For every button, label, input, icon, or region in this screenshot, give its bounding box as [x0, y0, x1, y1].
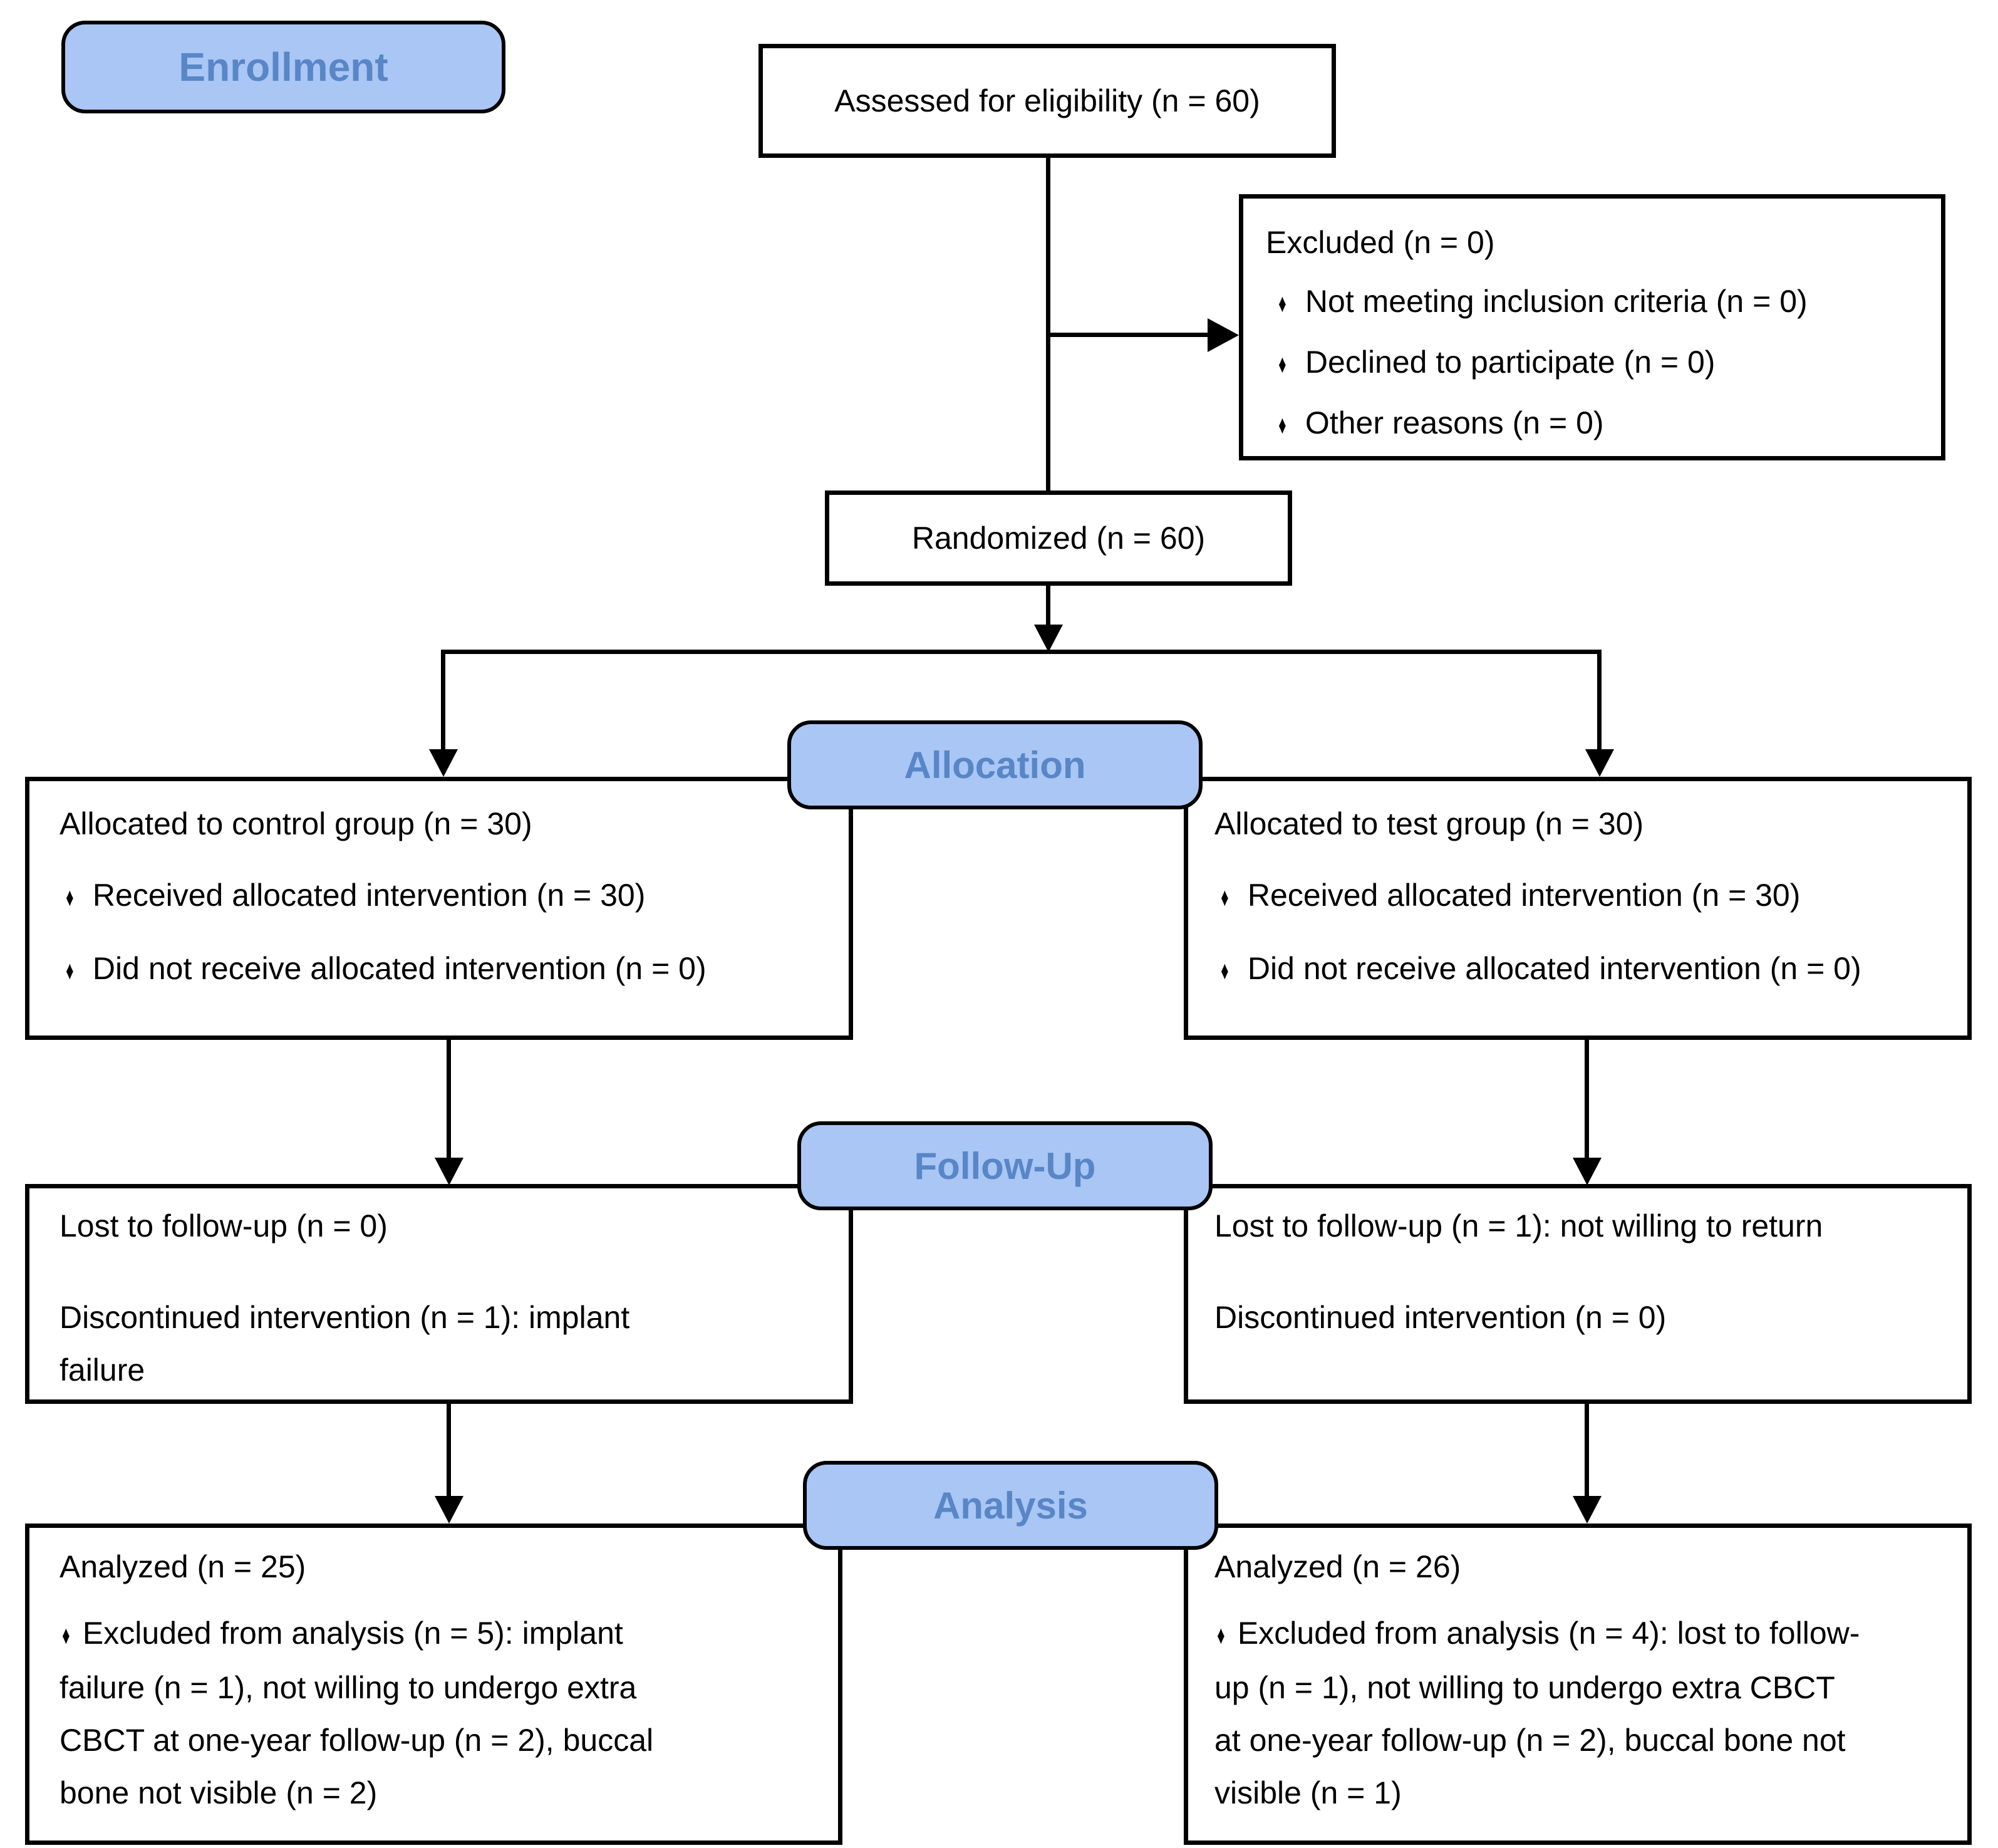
followup-stage-label: Follow-Up: [914, 1145, 1096, 1187]
diamond-bullet-icon: ♦: [1221, 883, 1229, 911]
control-allocation-title: Allocated to control group (n = 30): [60, 806, 532, 841]
diamond-bullet-icon: ♦: [62, 1621, 70, 1649]
allocation-stage-badge: Allocation: [787, 720, 1203, 809]
connector-assessed-to-randomized: [1046, 158, 1050, 491]
test-analysis-excluded-paragraph: ♦Excluded from analysis (n = 4): lost to…: [1214, 1607, 1962, 1819]
arrowhead-down-control-followup: [435, 1158, 463, 1185]
connector-split-horizontal: [441, 650, 1602, 654]
connector-split-to-control-allocation: [441, 650, 445, 750]
control-allocation-bullet-text: Received allocated intervention (n = 30): [92, 878, 646, 913]
diamond-bullet-icon: ♦: [1221, 956, 1229, 985]
control-analysis-excluded-text: Excluded from analysis (n = 5): implant …: [60, 1616, 654, 1810]
test-allocation-bullet-list: ♦ Received allocated intervention (n = 3…: [1214, 869, 1961, 997]
test-allocation-bullet-text: Did not receive allocated intervention (…: [1247, 951, 1861, 986]
test-allocation-bullet-text: Received allocated intervention (n = 30): [1247, 878, 1801, 913]
control-allocation-bullet-text: Did not receive allocated intervention (…: [92, 951, 707, 986]
excluded-bullet-text: Other reasons (n = 0): [1305, 405, 1604, 440]
test-analysis-title: Analyzed (n = 26): [1214, 1549, 1461, 1584]
control-followup-lost-text: Lost to follow-up (n = 0): [60, 1208, 388, 1243]
diamond-bullet-icon: ♦: [66, 883, 74, 911]
arrowhead-down-control-analysis: [435, 1496, 463, 1524]
connector-randomized-to-split: [1046, 586, 1050, 626]
connector-test-allocation-to-followup: [1585, 1040, 1589, 1160]
arrowhead-down-test-followup: [1573, 1158, 1602, 1185]
test-followup-lost-text: Lost to follow-up (n = 1): not willing t…: [1214, 1208, 1823, 1243]
randomized-text: Randomized (n = 60): [911, 521, 1206, 556]
excluded-title: Excluded (n = 0): [1266, 225, 1495, 260]
test-allocation-bullet-item: ♦ Did not receive allocated intervention…: [1214, 942, 1961, 997]
control-allocation-box: Allocated to control group (n = 30) ♦ Re…: [25, 777, 853, 1040]
excluded-box: Excluded (n = 0) ♦ Not meeting inclusion…: [1239, 194, 1945, 460]
diamond-bullet-icon: ♦: [1278, 289, 1286, 318]
excluded-bullet-text: Declined to participate (n = 0): [1305, 345, 1716, 380]
arrowhead-down-test-allocation: [1585, 749, 1614, 777]
arrowhead-down-test-analysis: [1573, 1496, 1602, 1524]
connector-control-followup-to-analysis: [447, 1404, 451, 1497]
control-followup-box: Lost to follow-up (n = 0) Discontinued i…: [25, 1184, 853, 1404]
diamond-bullet-icon: ♦: [1278, 410, 1286, 439]
diamond-bullet-icon: ♦: [1278, 350, 1286, 378]
test-allocation-bullet-item: ♦ Received allocated intervention (n = 3…: [1214, 869, 1961, 923]
control-allocation-bullet-list: ♦ Received allocated intervention (n = 3…: [60, 869, 836, 997]
excluded-bullet-item: ♦ Declined to participate (n = 0): [1266, 336, 1928, 390]
control-allocation-bullet-item: ♦ Received allocated intervention (n = 3…: [60, 869, 836, 923]
connector-split-to-test-allocation: [1597, 650, 1602, 750]
assessed-eligibility-box: Assessed for eligibility (n = 60): [758, 44, 1336, 158]
arrowhead-down-split: [1034, 625, 1063, 652]
test-followup-discontinued-text: Discontinued intervention (n = 0): [1214, 1300, 1667, 1335]
excluded-bullet-text: Not meeting inclusion criteria (n = 0): [1305, 284, 1808, 319]
enrollment-stage-label: Enrollment: [179, 44, 388, 90]
allocation-stage-label: Allocation: [904, 744, 1086, 786]
excluded-bullet-item: ♦ Not meeting inclusion criteria (n = 0): [1266, 275, 1928, 330]
diamond-bullet-icon: ♦: [1217, 1621, 1225, 1649]
arrowhead-right-excluded: [1208, 318, 1239, 352]
test-allocation-title: Allocated to test group (n = 30): [1214, 806, 1644, 841]
connector-branch-to-excluded: [1046, 333, 1208, 337]
followup-stage-badge: Follow-Up: [797, 1121, 1213, 1210]
connector-test-followup-to-analysis: [1585, 1404, 1589, 1497]
control-analysis-excluded-paragraph: ♦Excluded from analysis (n = 5): implant…: [60, 1607, 823, 1819]
excluded-bullet-list: ♦ Not meeting inclusion criteria (n = 0)…: [1266, 275, 1928, 451]
excluded-bullet-item: ♦ Other reasons (n = 0): [1266, 397, 1928, 451]
test-analysis-box: Analyzed (n = 26) ♦Excluded from analysi…: [1184, 1524, 1972, 1845]
assessed-eligibility-text: Assessed for eligibility (n = 60): [834, 83, 1260, 118]
analysis-stage-label: Analysis: [933, 1484, 1088, 1527]
control-followup-discontinued-text: Discontinued intervention (n = 1): impla…: [60, 1300, 630, 1388]
randomized-box: Randomized (n = 60): [825, 491, 1292, 586]
connector-control-allocation-to-followup: [447, 1040, 451, 1160]
test-allocation-box: Allocated to test group (n = 30) ♦ Recei…: [1184, 777, 1972, 1040]
test-followup-box: Lost to follow-up (n = 1): not willing t…: [1184, 1184, 1972, 1404]
control-analysis-title: Analyzed (n = 25): [60, 1549, 306, 1584]
test-analysis-excluded-text: Excluded from analysis (n = 4): lost to …: [1214, 1616, 1860, 1810]
control-allocation-bullet-item: ♦ Did not receive allocated intervention…: [60, 942, 836, 997]
arrowhead-down-control-allocation: [429, 749, 458, 777]
enrollment-stage-badge: Enrollment: [61, 21, 505, 113]
analysis-stage-badge: Analysis: [803, 1461, 1218, 1550]
control-analysis-box: Analyzed (n = 25) ♦Excluded from analysi…: [25, 1524, 842, 1845]
diamond-bullet-icon: ♦: [66, 956, 74, 985]
